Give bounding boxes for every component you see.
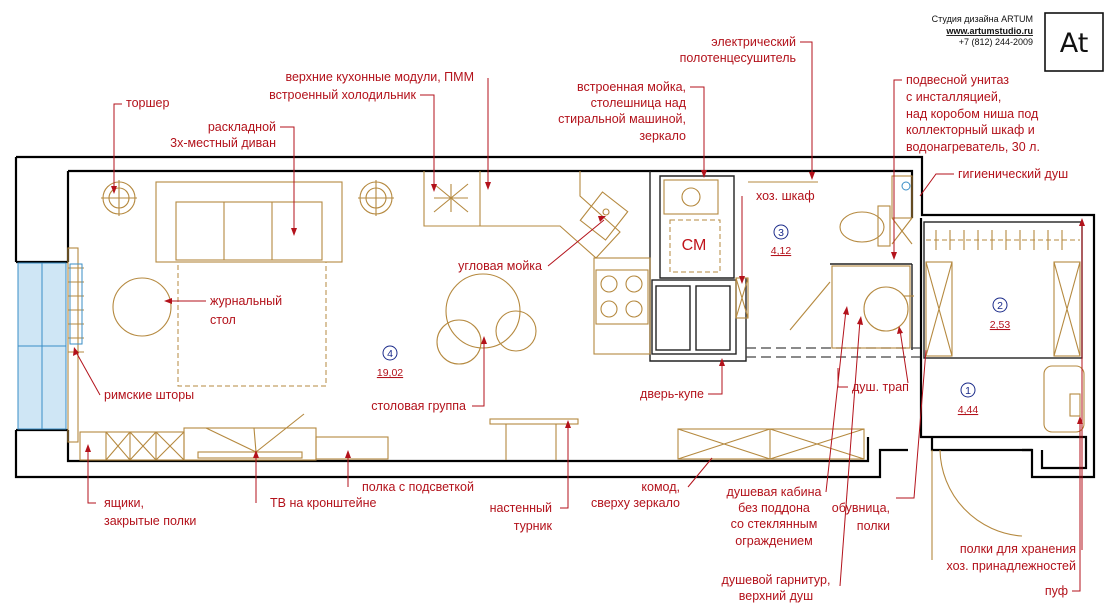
label-kitchen-1: верхние кухонные модули, ПММ — [285, 70, 474, 84]
wardrobe — [925, 230, 1081, 357]
outer-wall — [14, 155, 1096, 479]
label-shower-4: ограждением — [735, 534, 812, 548]
label-hygienic-shower: гигиенический душ — [958, 167, 1068, 181]
label-shower-2: без поддона — [738, 501, 810, 515]
vanity — [663, 179, 719, 215]
washer-label: СМ — [682, 237, 707, 254]
room-numbers: 4 19,02 3 4,12 2 2,53 1 4,44 — [377, 224, 1011, 416]
shower-cabin — [789, 265, 914, 349]
label-torsher: торшер — [126, 96, 169, 110]
room-2-number: 2 — [997, 300, 1003, 312]
studio-site[interactable]: www.artumstudio.ru — [945, 26, 1033, 36]
label-drain: душ. трап — [852, 380, 909, 394]
label-shoes-2: полки — [857, 519, 890, 533]
label-drawers-2: закрытые полки — [104, 514, 196, 528]
room-1-area: 4,44 — [958, 404, 979, 416]
label-kitchen-2: встроенный холодильник — [269, 88, 416, 102]
label-sofa-2: 3х-местный диван — [170, 136, 276, 150]
leader-lines — [73, 41, 1085, 592]
sofa — [155, 181, 343, 387]
hygienic-shower — [891, 175, 913, 219]
room-4-area: 19,02 — [377, 367, 403, 379]
hall — [931, 365, 1085, 560]
floor-lamp-right — [358, 180, 394, 216]
wardrobe-room — [923, 221, 1083, 359]
entry-door — [931, 449, 1023, 560]
label-storage-2: хоз. принадлежностей — [946, 559, 1076, 573]
studio-phone: +7 (812) 244-2009 — [959, 37, 1033, 47]
label-storage-1: полки для хранения — [960, 542, 1076, 556]
room-3-area: 4,12 — [771, 245, 792, 257]
label-drawers-1: ящики, — [104, 496, 144, 510]
pouf — [1043, 365, 1085, 433]
label-toilet-5: водонагреватель, 30 л. — [906, 140, 1040, 154]
drawers-unit — [79, 431, 185, 461]
label-toilet-3: над коробом ниша под — [906, 107, 1039, 121]
bath-inner-box — [659, 175, 735, 279]
kitchen-base — [593, 257, 651, 355]
roman-blinds — [67, 247, 79, 443]
fridge-mark — [433, 183, 469, 213]
label-chest-2: сверху зеркало — [591, 496, 680, 510]
washer-box — [669, 219, 721, 273]
label-towel-1: электрический — [711, 35, 796, 49]
refrigerator — [651, 279, 737, 355]
label-sliding-door: дверь-купе — [640, 387, 704, 401]
label-toilet-1: подвесной унитаз — [906, 73, 1009, 87]
label-bar-2: турник — [514, 519, 553, 533]
label-toilet-4: коллекторный шкаф и — [906, 123, 1035, 137]
wash-basin — [681, 187, 701, 207]
label-shelf-light: полка с подсветкой — [362, 480, 474, 494]
floor-lamp-left — [101, 180, 137, 216]
room-2-area: 2,53 — [990, 319, 1011, 331]
wall-bar — [489, 418, 579, 460]
room-1-number: 1 — [965, 385, 971, 397]
label-toilet-2: с инсталляцией, — [906, 90, 1001, 104]
label-blinds: римские шторы — [104, 388, 194, 402]
label-dining: столовая группа — [371, 399, 466, 413]
studio-logo: At — [1060, 28, 1089, 59]
studio-header: Студия дизайна ARTUM www.artumstudio.ru … — [932, 12, 1104, 72]
label-closet: хоз. шкаф — [756, 189, 815, 203]
label-table-1: журнальный — [210, 294, 282, 308]
label-towel-2: полотенцесушитель — [680, 51, 796, 65]
studio-name: Студия дизайна ARTUM — [932, 14, 1033, 24]
coffee-table — [112, 277, 172, 337]
annotations: торшер раскладной 3х-местный диван верхн… — [104, 35, 1076, 603]
window — [17, 262, 67, 430]
dining-group — [436, 273, 537, 365]
label-table-2: стол — [210, 313, 236, 327]
tv-console — [183, 413, 389, 461]
corner-sink — [579, 191, 629, 241]
bathroom: СМ — [663, 175, 914, 349]
living-furniture — [67, 180, 865, 461]
label-sofa-1: раскладной — [208, 120, 276, 134]
toilet — [839, 205, 891, 247]
room-4-number: 4 — [387, 348, 393, 360]
kitchen-counter — [423, 171, 621, 259]
collector-niche — [891, 217, 913, 245]
label-chest-1: комод, — [641, 480, 680, 494]
room-3-number: 3 — [778, 227, 784, 239]
label-sink-2: столешница над — [591, 96, 687, 110]
label-pouf: пуф — [1045, 584, 1068, 598]
label-sink-3: стиральной машиной, — [558, 112, 686, 126]
label-shower-1: душевая кабина — [727, 485, 822, 499]
chest-drawers — [677, 428, 865, 460]
label-corner-sink: угловая мойка — [458, 259, 542, 273]
label-shoes-1: обувница, — [832, 501, 890, 515]
studio-logo-box — [1044, 12, 1104, 72]
label-sink-1: встроенная мойка, — [577, 80, 686, 94]
label-sink-4: зеркало — [639, 129, 686, 143]
label-mixer-2: верхний душ — [739, 589, 813, 603]
label-tv: ТВ на кронштейне — [270, 496, 376, 510]
label-shower-3: со стеклянным — [731, 517, 818, 531]
label-bar-1: настенный — [490, 501, 552, 515]
label-mixer-1: душевой гарнитур, — [722, 573, 831, 587]
cooktop — [595, 269, 649, 325]
sofa-unfolded — [177, 261, 327, 387]
